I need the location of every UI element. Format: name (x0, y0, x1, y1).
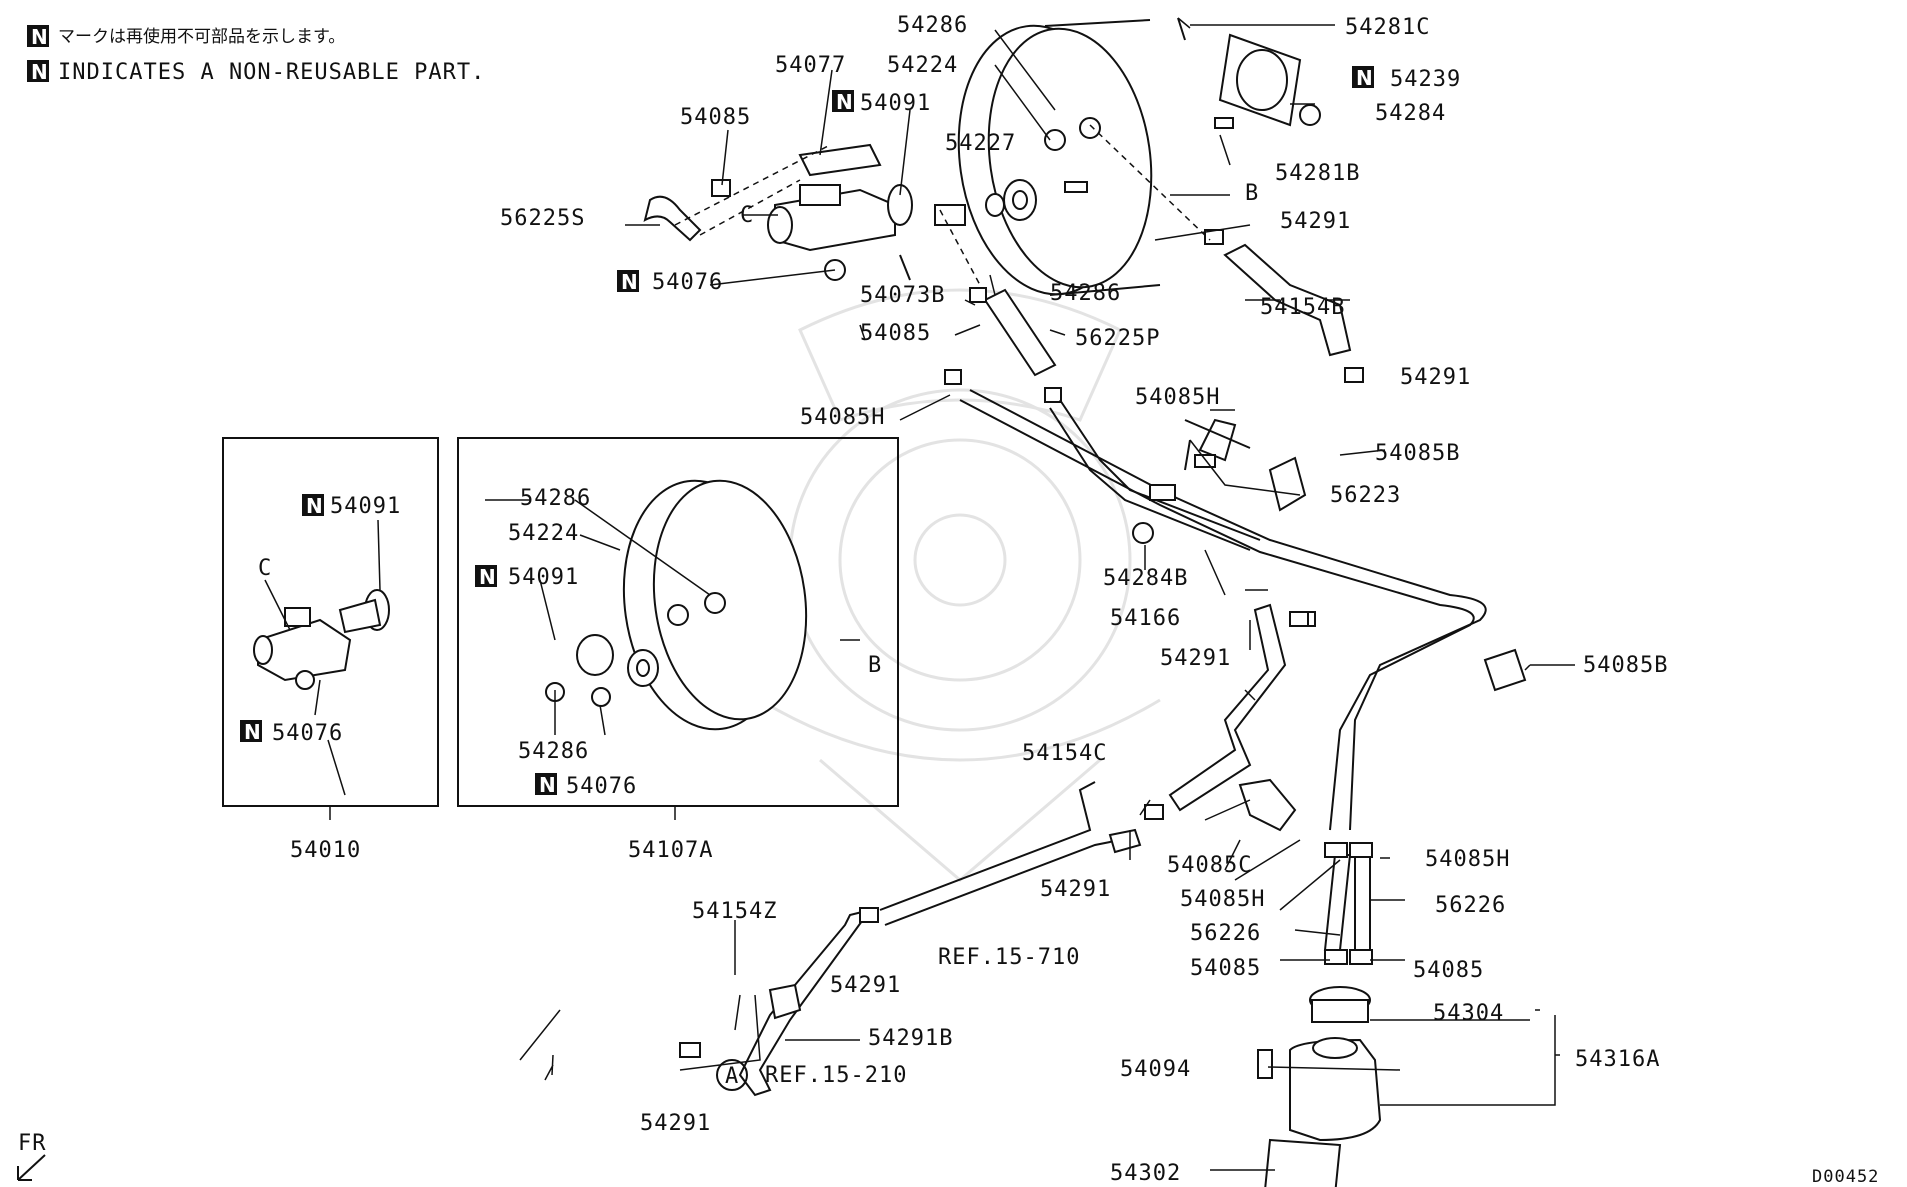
label-54304: 54304 (1433, 1001, 1504, 1026)
legend-japanese: マークは再使用不可部品を示します。 (58, 26, 345, 47)
label-54085c: 54085C (1167, 853, 1252, 878)
label-54284b: 54284B (1103, 566, 1188, 591)
label-54076-box2: 54076 (566, 774, 637, 799)
box-54010 (222, 437, 439, 807)
n-marker: N (479, 565, 496, 589)
diagram-code: D00452 (1812, 1167, 1879, 1187)
label-54286-box2: 54286 (518, 739, 589, 764)
leader-lines (264, 17, 1575, 1171)
label-54286: 54286 (897, 13, 968, 38)
label-54091-box: 54091 (330, 494, 401, 519)
brake-line-56223 (959, 389, 1527, 831)
label-54291-e: 54291 (830, 973, 901, 998)
box-54107a (457, 437, 899, 807)
label-54227: 54227 (945, 131, 1016, 156)
label-54284: 54284 (1375, 101, 1446, 126)
label-54291-d: 54291 (1040, 877, 1111, 902)
label-54076-box: 54076 (272, 721, 343, 746)
label-54154z: 54154Z (692, 899, 777, 924)
legend-marker: N (31, 25, 48, 49)
label-54091-box2: 54091 (508, 565, 579, 590)
n-marker: N (306, 494, 323, 518)
master-cylinder-top (767, 143, 1005, 281)
label-ref-15-710: REF.15-710 (938, 945, 1080, 970)
pipe-ref-15-710 (679, 781, 1142, 1097)
reservoir-54316a (1257, 986, 1382, 1187)
front-arrow-icon (17, 1154, 46, 1181)
label-54077: 54077 (775, 53, 846, 78)
label-54091: 54091 (860, 91, 931, 116)
label-fr: FR (18, 1131, 47, 1156)
hoses-56226 (1323, 842, 1373, 965)
n-marker: N (31, 60, 48, 84)
label-54291-b: 54291 (1400, 365, 1471, 390)
label-54302: 54302 (1110, 1161, 1181, 1186)
label-b: B (1245, 181, 1259, 206)
label-54286-box: 54286 (520, 486, 591, 511)
callout-a-circle (716, 1059, 748, 1091)
label-54316a: 54316A (1575, 1047, 1660, 1072)
label-56226-b: 56226 (1190, 921, 1261, 946)
n-marker: N (621, 270, 638, 294)
label-56226: 56226 (1435, 893, 1506, 918)
brake-booster-main (957, 19, 1161, 296)
legend-english: INDICATES A NON-REUSABLE PART. (58, 60, 485, 85)
label-54239: 54239 (1390, 67, 1461, 92)
label-56225p: 56225P (1075, 326, 1160, 351)
n-marker: N (539, 773, 556, 797)
n-marker: N (244, 720, 261, 744)
label-54085-b: 54085 (860, 321, 931, 346)
label-54085b: 54085B (1375, 441, 1460, 466)
legend: N マークは再使用不可部品を示します。 N INDICATES A NON-RE… (27, 25, 485, 85)
label-54281c: 54281C (1345, 15, 1430, 40)
label-c-box: C (258, 556, 272, 581)
label-54154c: 54154C (1022, 741, 1107, 766)
label-54010: 54010 (290, 838, 361, 863)
label-b-box: B (868, 653, 882, 678)
label-54085-c: 54085 (1190, 956, 1261, 981)
hose-54154c (1144, 603, 1309, 832)
label-54154b: 54154B (1260, 295, 1345, 320)
label-a: A (725, 1064, 739, 1089)
label-54291: 54291 (1280, 209, 1351, 234)
label-56223: 56223 (1330, 483, 1401, 508)
label-54166: 54166 (1110, 606, 1181, 631)
label-54085: 54085 (680, 105, 751, 130)
label-54094: 54094 (1120, 1057, 1191, 1082)
label-54107a: 54107A (628, 838, 713, 863)
label-54085h-d: 54085H (1180, 887, 1265, 912)
label-54085h-c: 54085H (1425, 847, 1510, 872)
label-54291-f: 54291 (640, 1111, 711, 1136)
part-labels: 54286 54281C 54224 54077 N 54239 N 54091… (17, 13, 1879, 1187)
label-54224: 54224 (887, 53, 958, 78)
label-54076: 54076 (652, 270, 723, 295)
n-marker: N (1356, 66, 1373, 90)
n-marker: N (836, 90, 853, 114)
label-54281b: 54281B (1275, 161, 1360, 186)
label-ref-15-210: REF.15-210 (765, 1063, 907, 1088)
gasket-54239 (1177, 17, 1321, 129)
label-54085-d: 54085 (1413, 958, 1484, 983)
label-54085h: 54085H (1135, 385, 1220, 410)
label-54286-b: 54286 (1050, 281, 1121, 306)
label-c: C (740, 203, 754, 228)
hoses-top (643, 124, 1364, 403)
label-54291-c: 54291 (1160, 646, 1231, 671)
label-54224-box: 54224 (508, 521, 579, 546)
label-54291b: 54291B (868, 1026, 953, 1051)
label-54085h-b: 54085H (800, 405, 885, 430)
label-54073b: 54073B (860, 283, 945, 308)
label-54085b-b: 54085B (1583, 653, 1668, 678)
label-56225s: 56225S (500, 206, 585, 231)
